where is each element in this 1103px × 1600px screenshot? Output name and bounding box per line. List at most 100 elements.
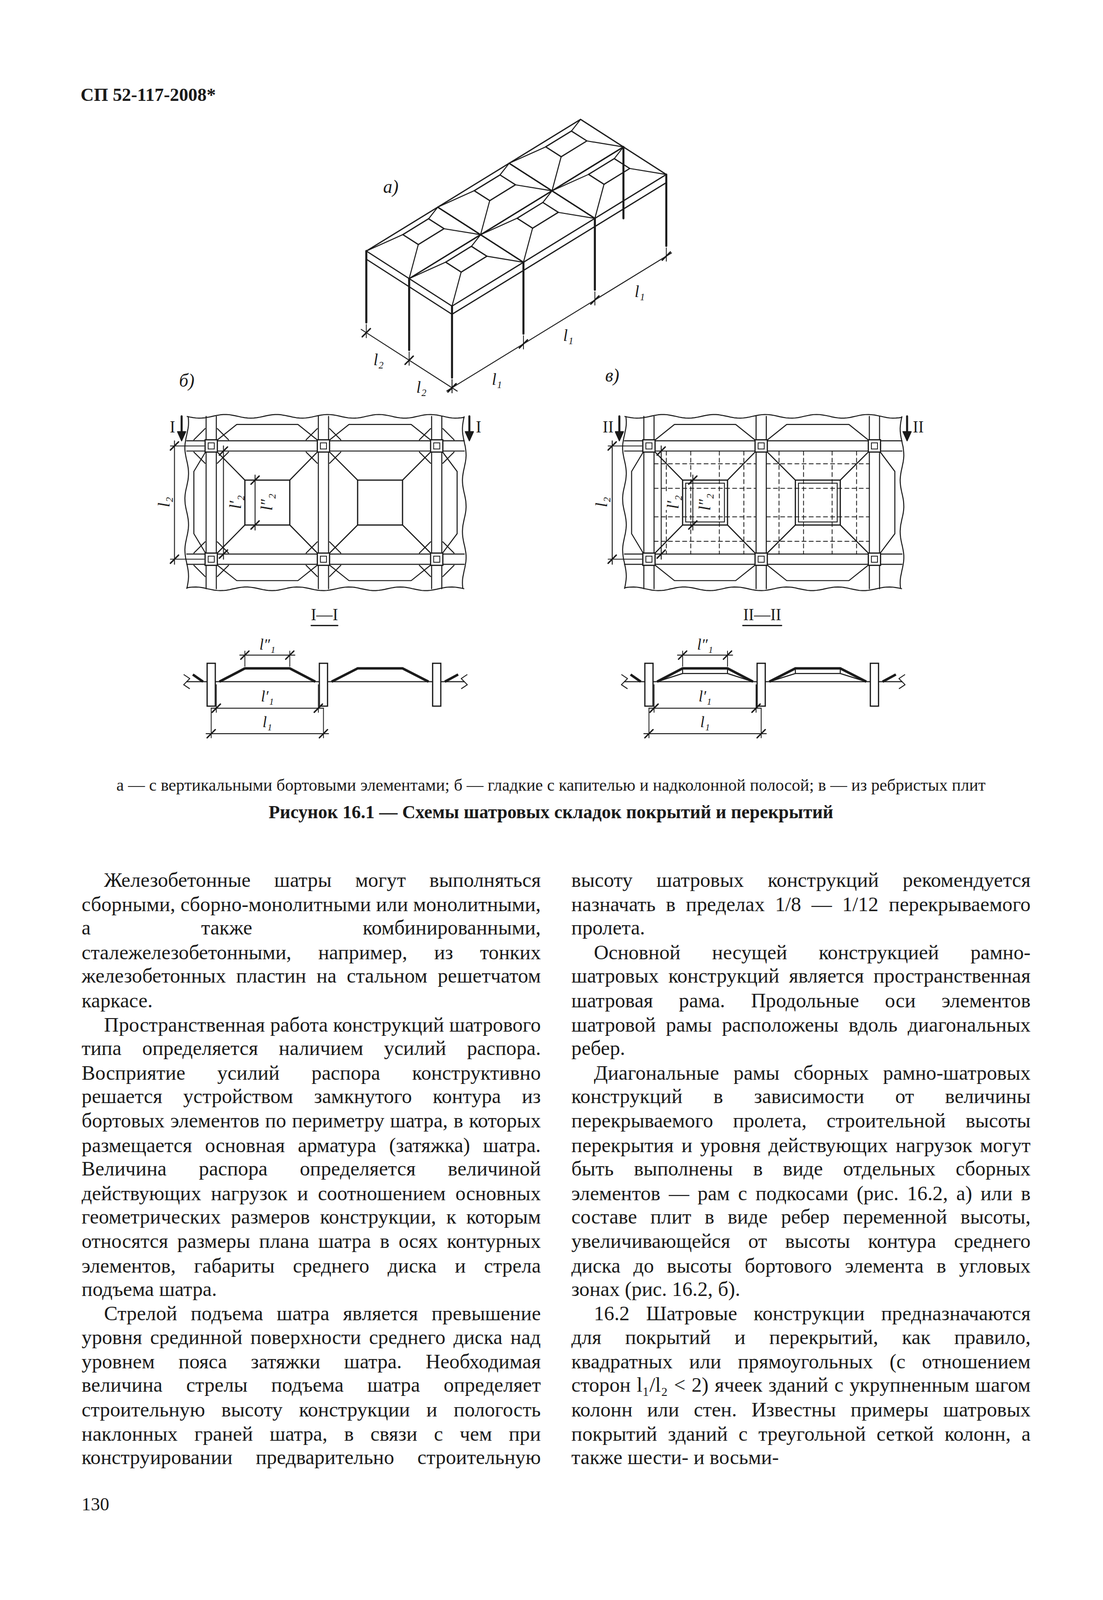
capital-edge — [419, 452, 431, 464]
diagonal-rib — [523, 228, 533, 263]
view-letter: в) — [604, 366, 621, 385]
rib-line — [803, 451, 805, 555]
extension-line — [608, 445, 642, 447]
rib-line — [766, 487, 870, 489]
diagonal-rib — [409, 261, 446, 279]
rib-line — [766, 463, 870, 465]
capital-edge — [442, 452, 454, 464]
diagonal-rib — [216, 451, 245, 481]
rib-line — [682, 668, 684, 674]
dimension-label: l₁ — [562, 327, 575, 344]
dimension-label: l₂ — [593, 495, 611, 509]
rib-line — [727, 668, 729, 674]
column — [593, 218, 596, 290]
diagonal-rib — [766, 524, 796, 554]
capital-edge — [419, 428, 431, 440]
dimension-line — [174, 440, 176, 565]
capital-edge — [329, 428, 341, 440]
break-line — [462, 416, 467, 589]
partial-cell — [654, 424, 757, 441]
capital-edge — [217, 452, 229, 464]
dimension-line — [360, 329, 458, 391]
diagonal-rib — [840, 451, 870, 481]
extension-line — [215, 684, 217, 713]
capital-edge — [193, 452, 206, 464]
break-line — [186, 414, 465, 419]
diagonal-rib — [727, 451, 757, 481]
body-paragraph: 16.2 Шатровые конструкции предназначаютс… — [571, 1301, 1031, 1471]
extension-line — [289, 650, 291, 667]
section-label: I—I — [310, 607, 340, 624]
shatra-profile — [657, 673, 753, 682]
dimension-label: l₂ — [372, 352, 385, 369]
partial-cell — [216, 564, 319, 581]
extension-line — [594, 291, 596, 305]
diagonal-rib — [437, 190, 474, 207]
column-section — [643, 552, 656, 566]
column-section — [757, 556, 764, 563]
diagonal-rib — [289, 524, 319, 554]
partial-cell — [631, 451, 644, 555]
break-line — [624, 414, 902, 419]
middle-disk — [474, 175, 516, 201]
section-arrow — [903, 431, 912, 441]
extension-line — [760, 707, 762, 738]
dimension-tick — [251, 520, 260, 529]
extension-line — [648, 707, 650, 738]
middle-disk — [516, 202, 559, 229]
text-columns: Железобетонные шатры могут выполняться с… — [81, 868, 1031, 1471]
capital-edge — [329, 541, 341, 553]
rib-line — [654, 487, 757, 489]
column-section — [430, 439, 443, 453]
middle-disk — [795, 480, 841, 525]
middle-disk — [403, 218, 445, 245]
column-section — [868, 552, 881, 566]
dimension-tick — [688, 475, 697, 484]
partial-cell — [879, 451, 895, 555]
column — [408, 278, 411, 351]
middle-disk — [445, 246, 487, 272]
dimension-label: l′₂ — [665, 494, 682, 510]
column-section — [317, 439, 330, 453]
extension-line — [451, 379, 453, 393]
body-paragraph: Основной несущей конструкцией рамно-шатр… — [571, 940, 1031, 1061]
edge-element — [523, 226, 595, 271]
dimension-label: l₂ — [415, 379, 428, 396]
dimension-tick — [219, 446, 228, 455]
dimension-line — [446, 253, 672, 392]
diagonal-rib — [727, 524, 757, 554]
column — [365, 251, 368, 323]
extension-line — [653, 684, 655, 713]
column — [207, 663, 216, 707]
section-marker — [618, 416, 621, 433]
body-paragraph: Пространственная работа конструкций шатр… — [81, 1012, 541, 1302]
break-mark — [621, 674, 628, 689]
edge-element — [409, 286, 453, 315]
dimension-label: l′₂ — [227, 494, 244, 510]
shatra-profile — [331, 668, 429, 682]
column-section — [317, 552, 330, 566]
diagonal-rib — [366, 234, 403, 251]
shatra-profile — [657, 668, 753, 682]
section-marker — [468, 416, 471, 433]
dimension-tick — [657, 550, 665, 559]
dimension-label: l″₂ — [259, 492, 276, 512]
capital-edge — [306, 428, 318, 440]
column-section — [433, 442, 440, 449]
column-section — [871, 442, 878, 449]
dimension-line — [692, 474, 694, 531]
diagonal-rib — [594, 184, 605, 219]
column-section — [645, 556, 652, 563]
extension-line — [451, 379, 453, 393]
shatra-profile — [769, 668, 867, 682]
column-section — [208, 442, 215, 449]
extension-line — [682, 650, 684, 667]
page-number: 130 — [81, 1494, 110, 1514]
shatra-profile — [219, 668, 316, 682]
diagonal-rib — [543, 190, 553, 203]
dimension-label: l₁ — [699, 714, 711, 731]
diagonal-rib — [452, 272, 462, 307]
dimension-label: l″₂ — [696, 492, 714, 512]
edge-element — [452, 270, 524, 315]
